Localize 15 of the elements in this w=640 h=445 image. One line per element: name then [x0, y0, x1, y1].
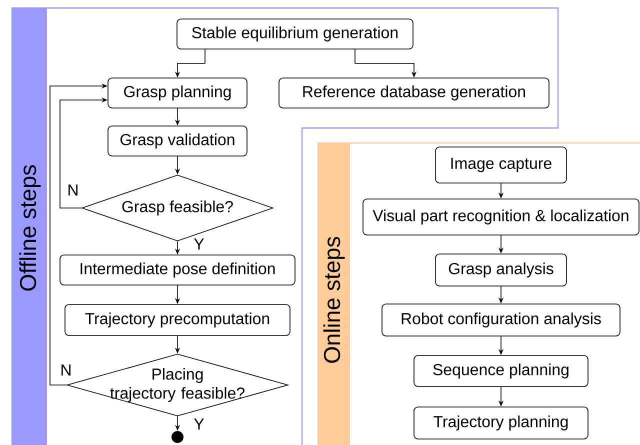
process-box: Grasp analysis	[435, 254, 567, 286]
process-box: Grasp validation	[108, 126, 248, 156]
end-point	[172, 431, 184, 443]
edge-label: N	[66, 184, 80, 196]
process-box: Reference database generation	[278, 78, 550, 108]
process-box: Sequence planning	[414, 355, 588, 387]
process-box: Robot configuration analysis	[382, 304, 620, 336]
process-box: Intermediate pose definition	[60, 254, 296, 286]
process-box: Stable equilibrium generation	[176, 18, 414, 50]
process-box: Image capture	[435, 146, 567, 184]
process-box: Trajectory precomputation	[64, 304, 290, 336]
process-box: Visual part recognition & localization	[362, 198, 640, 236]
process-box: Trajectory planning	[414, 406, 588, 440]
edge-label: Y	[192, 418, 206, 430]
process-box: Grasp planning	[108, 78, 248, 108]
